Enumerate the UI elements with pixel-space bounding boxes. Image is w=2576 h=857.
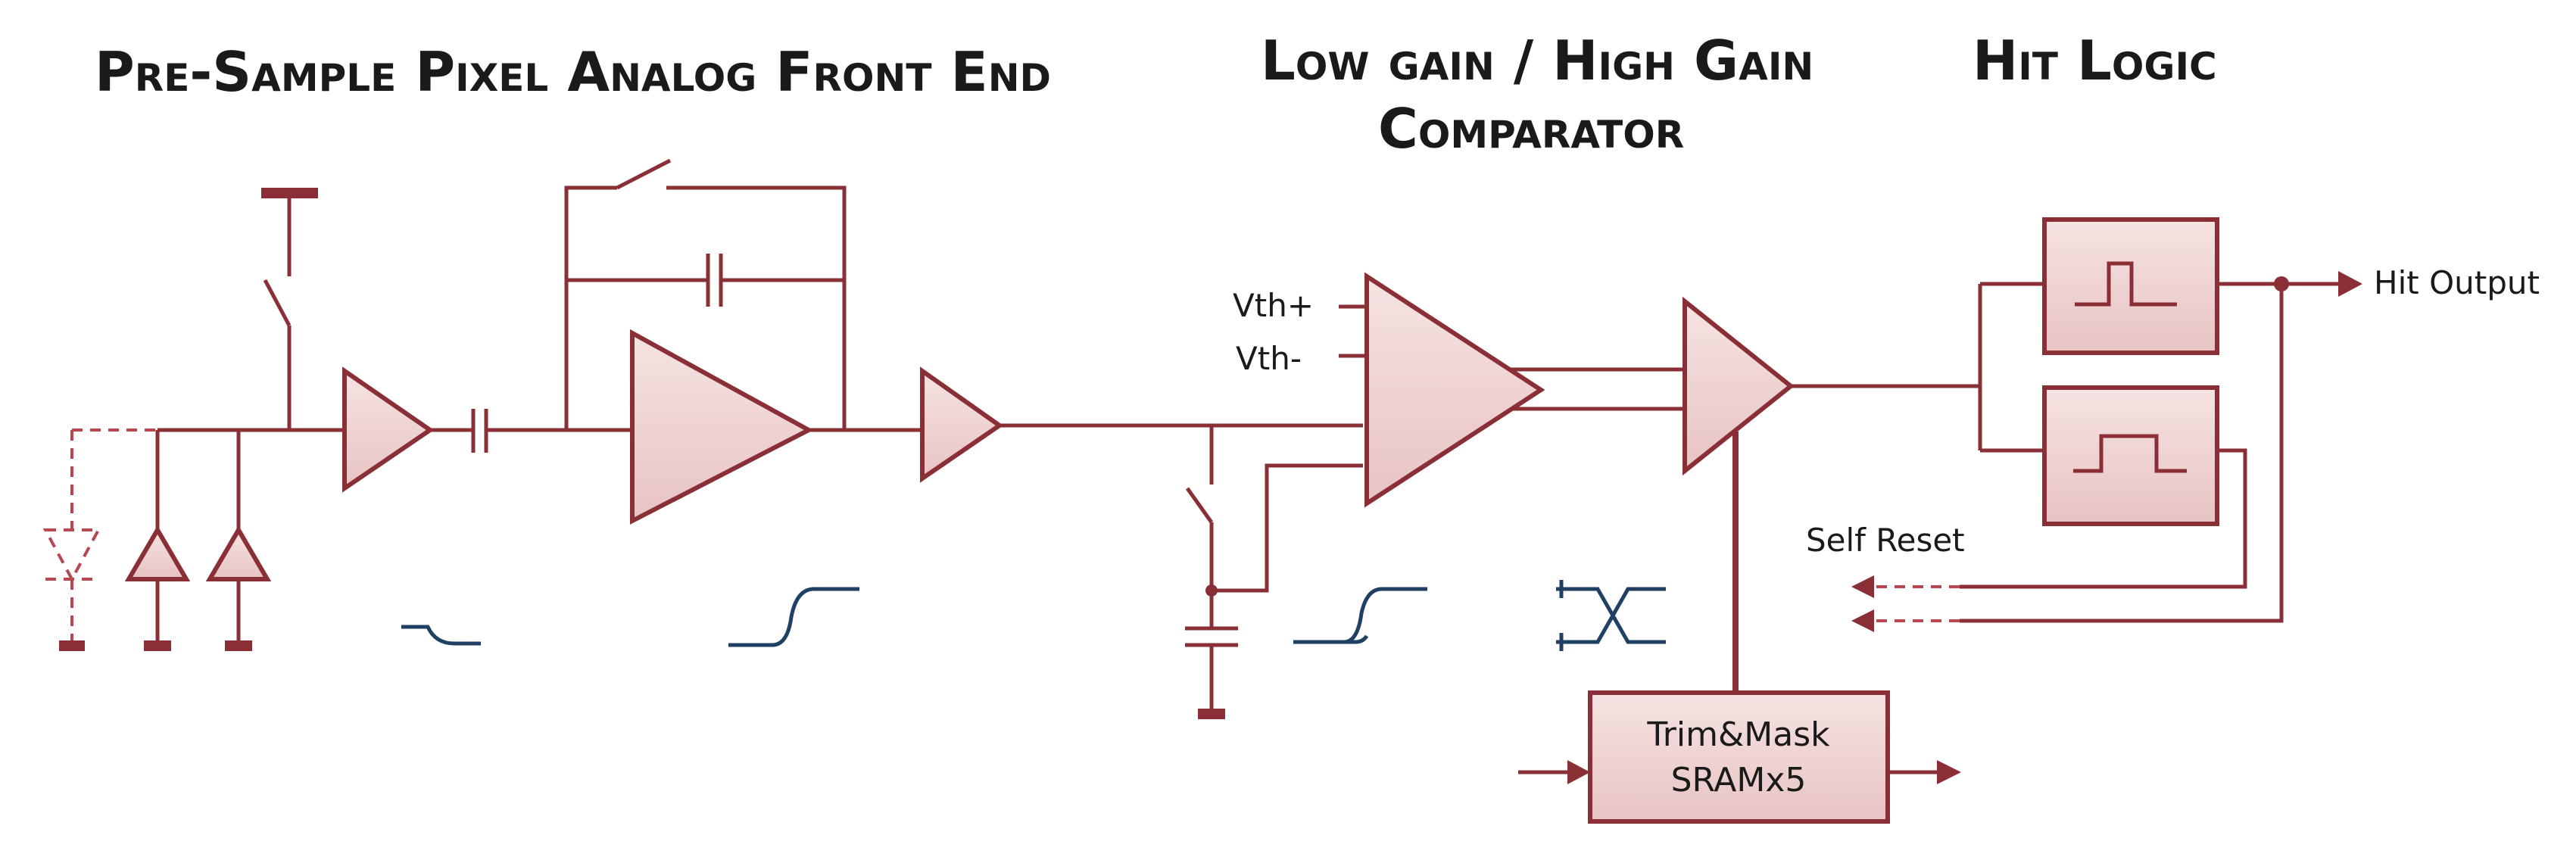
- charge-amp-feedback: [564, 158, 847, 430]
- self-reset-wire-2: [1960, 284, 2284, 623]
- hit-logic-title: Hit Logic: [1973, 29, 2217, 92]
- comparator-title-line1: Low gain / High Gain: [1261, 29, 1813, 92]
- waveform-input-step: [401, 625, 481, 646]
- hit-output-label: Hit Output: [2374, 264, 2540, 301]
- sram-in-arrow: [1567, 760, 1590, 784]
- charge-sensitive-amp: [630, 329, 814, 525]
- sample-hold-circuit: [1185, 425, 1363, 719]
- sram-out-arrow: [1937, 760, 1961, 784]
- output-stage-amp: [1683, 296, 1795, 476]
- comparator-amp: [1364, 272, 1545, 508]
- waveform-comparator-cross-b: [1556, 587, 1666, 644]
- input-buffer-amp: [342, 366, 435, 493]
- self-reset-wire-1: [1960, 448, 2247, 589]
- self-reset-arrow-2: [1851, 609, 1874, 632]
- sensor-diode-dashed: [42, 428, 159, 651]
- self-reset-label: Self Reset: [1806, 522, 1965, 559]
- waveform-sampled-baseline: [1293, 634, 1369, 644]
- pulse-shaper-short: [2042, 217, 2219, 355]
- pulse-shaper-long: [2042, 385, 2219, 526]
- sensor-diode-1: [124, 430, 191, 651]
- output-buffer-amp: [920, 366, 1004, 483]
- sram-label-line1: Trim&Mask: [1646, 715, 1830, 754]
- sram-block: Trim&Mask SRAMx5: [1588, 690, 1890, 824]
- waveform-csa-step: [728, 587, 859, 647]
- comparator-title-line2: Comparator: [1378, 97, 1684, 160]
- sensor-diode-2: [205, 430, 272, 651]
- sram-label-line2: SRAMx5: [1671, 761, 1807, 799]
- hit-output-arrow: [2338, 271, 2362, 297]
- reset-switch: [261, 188, 318, 430]
- waveform-sampled-step: [1293, 587, 1427, 644]
- vth-minus-label: Vth-: [1236, 340, 1302, 377]
- vth-plus-label: Vth+: [1233, 287, 1314, 324]
- front-end-title: Pre-Sample Pixel Analog Front End: [95, 40, 1051, 104]
- coupling-capacitor: [471, 409, 488, 453]
- self-reset-arrow-1: [1851, 575, 1874, 598]
